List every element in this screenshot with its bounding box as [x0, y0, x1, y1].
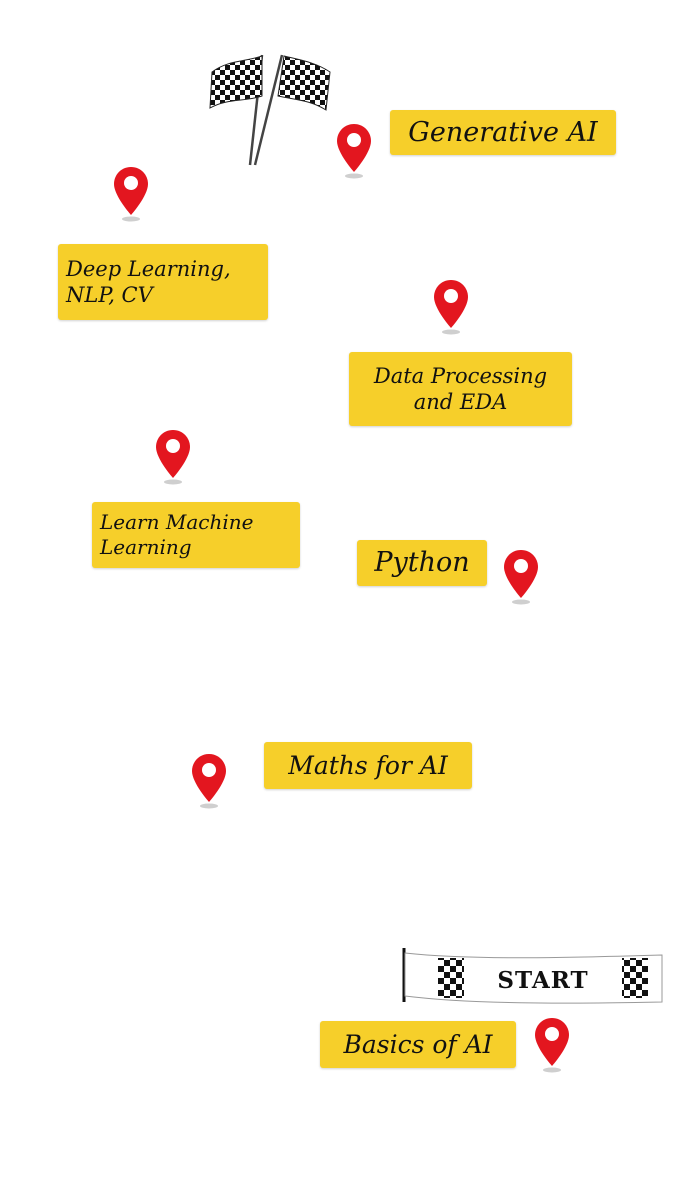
checkered-flags-icon: [209, 54, 331, 166]
milestone-label-python: Python: [357, 540, 487, 586]
milestone-label-basics: Basics of AI: [320, 1021, 516, 1068]
start-text: START: [497, 967, 588, 994]
map-pin-icon: [156, 430, 190, 485]
map-pin-icon: [337, 124, 371, 179]
map-pin-icon: [535, 1018, 569, 1073]
milestone-label-genai: Generative AI: [390, 110, 616, 155]
milestone-label-deep-learning: Deep Learning, NLP, CV: [58, 244, 268, 320]
map-pin-icon: [434, 280, 468, 335]
milestone-label-ml: Learn Machine Learning: [92, 502, 300, 568]
map-pin-icon: [192, 754, 226, 809]
map-pin-icon: [114, 167, 148, 222]
milestone-label-maths: Maths for AI: [264, 742, 472, 789]
map-pin-icon: [504, 550, 538, 605]
start-banner: START: [402, 948, 663, 1004]
milestone-label-data-processing: Data Processing and EDA: [349, 352, 572, 426]
